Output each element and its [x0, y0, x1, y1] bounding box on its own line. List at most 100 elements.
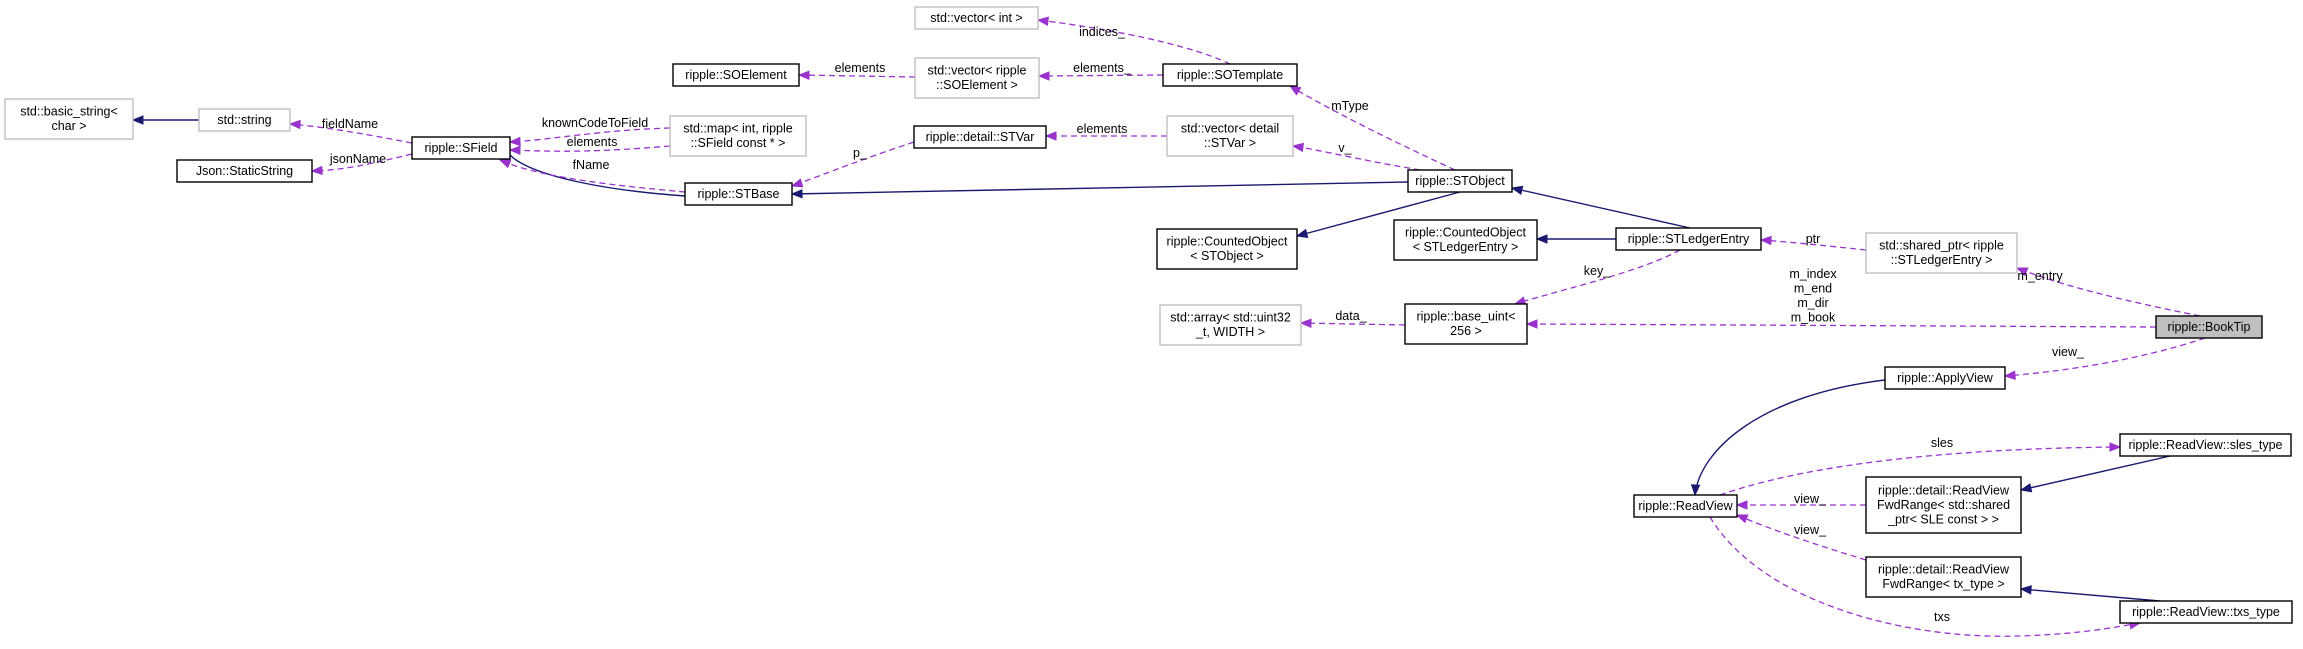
class-node-label: std::array< std::uint32: [1170, 311, 1291, 325]
edge-label-text: m_index: [1789, 267, 1837, 281]
edge-line: [2020, 588, 2161, 602]
class-node-box: [1159, 304, 1302, 346]
edge-string-to-basic-string: [131, 115, 199, 125]
class-node-counted-stledger[interactable]: ripple::CountedObject< STLedgerEntry >: [1393, 219, 1538, 261]
class-node-sfield[interactable]: ripple::SField: [411, 136, 511, 160]
class-node-stvar[interactable]: ripple::detail::STVar: [913, 125, 1047, 149]
edge-arrowhead: [1759, 235, 1772, 246]
class-node-sotemplate[interactable]: ripple::SOTemplate: [1162, 63, 1298, 87]
edge-elements-map: [508, 145, 671, 155]
class-node-box: [1865, 476, 2022, 534]
edge-label-text: m_book: [1791, 311, 1836, 325]
class-node-label: ::SField const * >: [691, 136, 786, 150]
class-node-box: [914, 6, 1039, 30]
edge-arrowhead: [1735, 500, 1748, 510]
edge-knowncodetofield: [508, 127, 671, 147]
edge-label-data-: data_: [1335, 309, 1367, 323]
class-node-label: ripple::detail::ReadView: [1878, 563, 2010, 577]
class-node-booktip[interactable]: ripple::BookTip: [2155, 315, 2263, 339]
class-node-label: < STObject >: [1190, 249, 1263, 263]
edge-label-ptr: ptr: [1806, 232, 1821, 246]
class-node-box: [2119, 600, 2293, 624]
edge-arrowhead: [2019, 483, 2033, 493]
class-node-label: std::shared_ptr< ripple: [1879, 239, 2004, 253]
edge-arrowhead: [790, 189, 803, 199]
edge-labels-layer: fieldNamejsonNameknownCodeToFieldelement…: [322, 25, 2085, 624]
class-node-soelement[interactable]: ripple::SOElement: [672, 63, 800, 87]
class-node-stobject[interactable]: ripple::STObject: [1407, 169, 1513, 193]
class-node-label: ripple::base_uint<: [1416, 310, 1515, 324]
class-node-label: std::vector< ripple: [927, 64, 1026, 78]
class-node-box: [1884, 366, 2006, 390]
edge-line: [2004, 337, 2206, 377]
class-node-shared-ptr[interactable]: std::shared_ptr< ripple::STLedgerEntry >: [1865, 232, 2018, 274]
edge-line: [509, 154, 686, 197]
edge-label-text: view_: [1794, 523, 1827, 537]
edge-arrowhead: [1735, 514, 1749, 524]
edges-layer: [131, 16, 2206, 637]
class-node-box: [1156, 228, 1298, 270]
edge-elements-so: [797, 70, 916, 80]
edge-mtype: [1288, 85, 1456, 171]
edge-stledger-to-counted: [1535, 234, 1616, 244]
class-node-stledgerentry[interactable]: ripple::STLedgerEntry: [1615, 227, 1762, 251]
class-node-box: [1865, 556, 2022, 598]
class-node-label: FwdRange< tx_type >: [1882, 577, 2004, 591]
class-node-base-uint[interactable]: ripple::base_uint<256 >: [1404, 303, 1528, 345]
class-node-stbase[interactable]: ripple::STBase: [684, 182, 793, 206]
class-node-box: [176, 159, 313, 183]
edge-label-text: txs: [1934, 610, 1950, 624]
class-node-basic-string[interactable]: std::basic_string<char >: [4, 98, 134, 140]
edge-arrowhead: [1037, 71, 1050, 81]
class-node-applyview[interactable]: ripple::ApplyView: [1884, 366, 2006, 390]
edge-line: [1719, 446, 2121, 496]
class-node-static-string[interactable]: Json::StaticString: [176, 159, 313, 183]
edge-p: [790, 141, 915, 188]
class-node-label: std::map< int, ripple: [683, 122, 792, 136]
class-node-box: [198, 108, 291, 132]
edge-stobject-to-stbase: [790, 181, 1409, 199]
edge-line: [509, 145, 671, 152]
edge-label-text: data_: [1335, 309, 1367, 323]
edge-label-text: elements: [835, 61, 886, 75]
edge-label-m-entry: m_entry: [2017, 269, 2063, 283]
class-node-box: [411, 136, 511, 160]
edge-line: [1038, 74, 1164, 77]
edge-label-text: jsonName: [329, 152, 386, 166]
edge-fieldname: [288, 119, 413, 144]
class-node-label: ripple::detail::ReadView: [1878, 483, 2010, 497]
class-node-string[interactable]: std::string: [198, 108, 291, 132]
edge-line: [289, 123, 413, 144]
class-node-sles-type[interactable]: ripple::ReadView::sles_type: [2119, 433, 2292, 457]
edge-line: [509, 127, 671, 143]
class-node-readview[interactable]: ripple::ReadView: [1633, 494, 1738, 518]
class-node-array[interactable]: std::array< std::uint32_t, WIDTH >: [1159, 304, 1302, 346]
class-node-box: [669, 115, 807, 157]
edge-arrowhead: [790, 178, 804, 188]
class-node-box: [672, 63, 800, 87]
class-node-label: ripple::ReadView::txs_type: [2132, 605, 2280, 619]
class-node-vector-int[interactable]: std::vector< int >: [914, 6, 1039, 30]
edge-label-text: indices_: [1079, 25, 1126, 39]
class-node-vector-soelement[interactable]: std::vector< ripple::SOElement >: [914, 57, 1040, 99]
class-node-label: _t, WIDTH >: [1195, 325, 1265, 339]
edge-arrowhead: [131, 115, 144, 125]
class-node-box: [2155, 315, 2263, 339]
class-node-map[interactable]: std::map< int, ripple::SField const * >: [669, 115, 807, 157]
edge-txstype-to-fwdtx: [2019, 585, 2161, 602]
class-node-box: [4, 98, 134, 140]
class-node-label: Json::StaticString: [196, 164, 293, 178]
edge-label-text: m_dir: [1797, 296, 1828, 310]
class-node-txs-type[interactable]: ripple::ReadView::txs_type: [2119, 600, 2293, 624]
edge-stobject-to-counted: [1295, 191, 1461, 238]
class-node-label: ripple::STLedgerEntry: [1628, 232, 1750, 246]
class-node-counted-stobject[interactable]: ripple::CountedObject< STObject >: [1156, 228, 1298, 270]
class-node-vector-stvar[interactable]: std::vector< detail::STVar >: [1166, 115, 1294, 157]
class-node-box: [1404, 303, 1528, 345]
edge-line: [1292, 145, 1421, 171]
edge-arrowhead: [2015, 267, 2029, 277]
